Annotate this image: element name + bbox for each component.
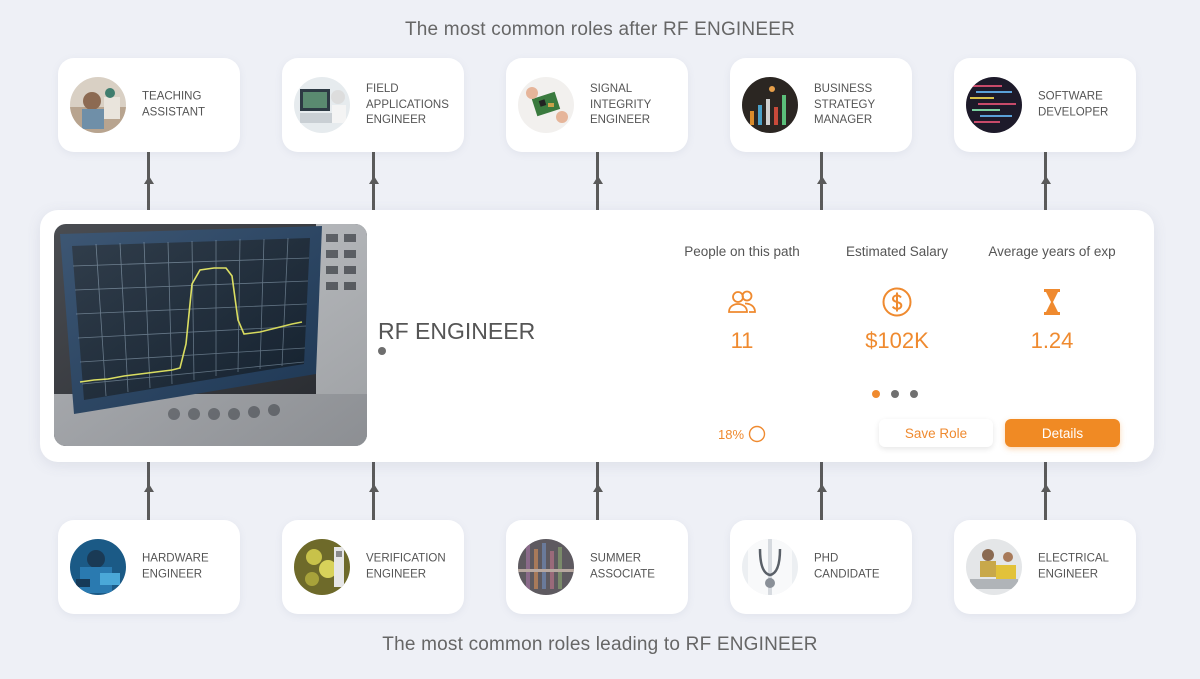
stat-value: 11: [730, 328, 754, 353]
role-card-verification-engineer[interactable]: VERIFICATION ENGINEER: [282, 520, 464, 614]
stat-estimated-salary: Estimated Salary $102K: [822, 244, 972, 354]
progress-ring-icon: [748, 425, 766, 443]
teaching-assistant-photo: [70, 77, 126, 133]
pager-dot-2[interactable]: [891, 390, 899, 398]
save-role-button[interactable]: Save Role: [879, 419, 993, 447]
role-label: PHD CANDIDATE: [814, 552, 880, 581]
role-label: ELECTRICAL ENGINEER: [1038, 552, 1109, 581]
arrow-up-icon: [1040, 176, 1051, 184]
top-section-title: The most common roles after RF ENGINEER: [404, 19, 795, 40]
bottom-section-title: The most common roles leading to RF ENGI…: [382, 634, 818, 655]
arrow-up-icon: [1040, 484, 1051, 492]
software-developer-photo: [966, 77, 1022, 133]
stat-value: 1.24: [1030, 328, 1074, 353]
arrow-up-icon: [592, 484, 603, 492]
arrow-up-icon: [592, 176, 603, 184]
business-strategy-manager-photo: [742, 77, 798, 133]
signal-integrity-engineer-photo: [518, 77, 574, 133]
role-label: VERIFICATION ENGINEER: [366, 552, 446, 581]
field-applications-engineer-photo: [294, 77, 350, 133]
pager-dot-3[interactable]: [910, 390, 918, 398]
dollar-icon: [822, 286, 972, 318]
role-label: BUSINESS STRATEGY MANAGER: [814, 82, 876, 126]
people-icon: [667, 286, 817, 318]
progress-indicator: 18%: [718, 425, 766, 443]
role-card-summer-associate[interactable]: SUMMER ASSOCIATE: [506, 520, 688, 614]
role-card-business-strategy-manager[interactable]: BUSINESS STRATEGY MANAGER: [730, 58, 912, 152]
electrical-engineer-photo: [966, 539, 1022, 595]
role-label: SIGNAL INTEGRITY ENGINEER: [590, 82, 652, 126]
role-card-electrical-engineer[interactable]: ELECTRICAL ENGINEER: [954, 520, 1136, 614]
stat-label: Estimated Salary: [845, 244, 949, 259]
spectrum-analyzer-photo: [54, 224, 367, 446]
role-card-phd-candidate[interactable]: PHD CANDIDATE: [730, 520, 912, 614]
hourglass-icon: [977, 286, 1127, 318]
role-label: HARDWARE ENGINEER: [142, 552, 209, 581]
current-role-card: RF ENGINEER People on this path 11 Estim…: [40, 210, 1154, 462]
phd-candidate-photo: [742, 539, 798, 595]
arrow-up-icon: [368, 176, 379, 184]
details-button[interactable]: Details: [1005, 419, 1120, 447]
stat-label: People on this path: [684, 244, 800, 259]
role-card-field-applications-engineer[interactable]: FIELD APPLICATIONS ENGINEER: [282, 58, 464, 152]
role-label: SOFTWARE DEVELOPER: [1038, 90, 1109, 119]
role-label: FIELD APPLICATIONS ENGINEER: [366, 82, 449, 126]
role-card-teaching-assistant[interactable]: TEACHING ASSISTANT: [58, 58, 240, 152]
pager-dot-1[interactable]: [872, 390, 880, 398]
hardware-engineer-photo: [70, 539, 126, 595]
arrow-up-icon: [816, 484, 827, 492]
stat-value: $102K: [865, 328, 929, 353]
role-card-hardware-engineer[interactable]: HARDWARE ENGINEER: [58, 520, 240, 614]
stat-people-on-path: People on this path 11: [667, 244, 817, 354]
arrow-up-icon: [368, 484, 379, 492]
title-indicator-dot: [378, 347, 386, 355]
role-label: TEACHING ASSISTANT: [142, 90, 206, 119]
role-card-software-developer[interactable]: SOFTWARE DEVELOPER: [954, 58, 1136, 152]
stat-average-years: Average years of exp 1.24: [977, 244, 1127, 354]
current-role-title: RF ENGINEER: [378, 318, 536, 344]
summer-associate-photo: [518, 539, 574, 595]
role-card-signal-integrity-engineer[interactable]: SIGNAL INTEGRITY ENGINEER: [506, 58, 688, 152]
arrow-up-icon: [816, 176, 827, 184]
arrow-up-icon: [143, 484, 154, 492]
arrow-up-icon: [143, 176, 154, 184]
verification-engineer-photo: [294, 539, 350, 595]
role-label: SUMMER ASSOCIATE: [590, 552, 655, 581]
stat-label: Average years of exp: [988, 244, 1116, 259]
progress-text: 18%: [718, 426, 745, 442]
